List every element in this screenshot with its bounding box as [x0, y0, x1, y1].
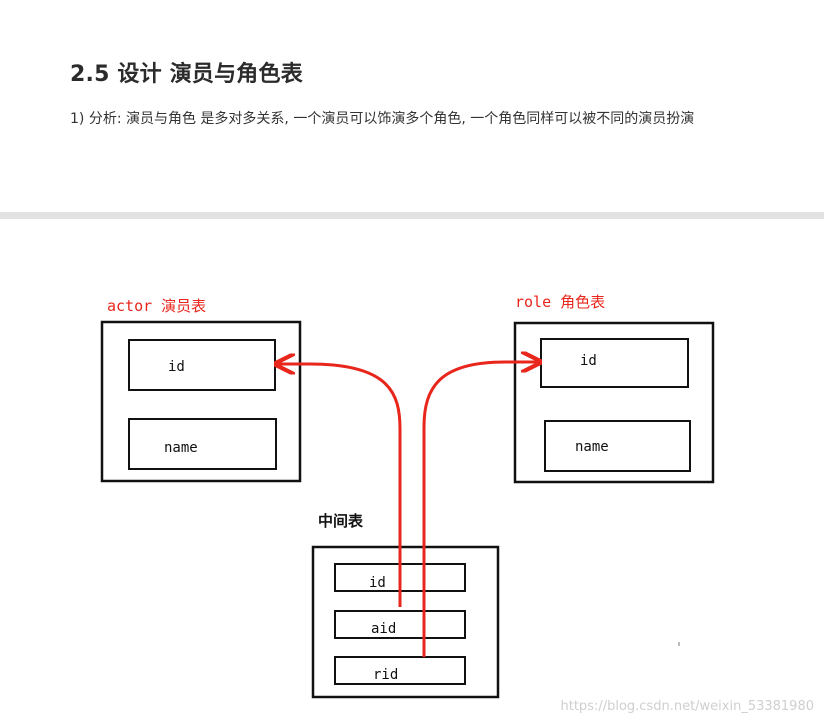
watermark-url: https://blog.csdn.net/weixin_53381980 [560, 699, 814, 714]
middle-id-label: id [369, 575, 386, 591]
analysis-paragraph: 1) 分析: 演员与角色 是多对多关系, 一个演员可以饰演多个角色, 一个角色同… [70, 111, 695, 127]
content-divider [0, 212, 824, 219]
actor-table-title: actor 演员表 [107, 297, 206, 315]
er-diagram: actor 演员表 id name role 角色表 id name 中间表 i… [100, 293, 715, 699]
actor-table-box [100, 320, 302, 483]
role-name-field [544, 420, 691, 472]
role-table-box [513, 321, 715, 484]
middle-table-title: 中间表 [318, 512, 364, 530]
aid-to-actor-id-arrow [278, 364, 402, 607]
middle-aid-label: aid [371, 621, 396, 637]
role-table-title: role 角色表 [515, 293, 605, 311]
role-id-field [540, 338, 689, 388]
actor-name-label: name [164, 440, 198, 456]
actor-name-field [128, 418, 277, 470]
role-name-label: name [575, 439, 609, 455]
rid-to-role-id-arrow [422, 362, 538, 657]
actor-id-label: id [168, 359, 185, 375]
actor-id-field [128, 339, 276, 391]
section-heading: 2.5 设计 演员与角色表 [70, 62, 303, 87]
stray-mark [678, 642, 680, 646]
middle-aid-field [334, 610, 466, 639]
middle-table-box [311, 545, 500, 699]
middle-rid-field [334, 656, 466, 685]
role-id-label: id [580, 353, 597, 369]
middle-rid-label: rid [373, 667, 398, 683]
